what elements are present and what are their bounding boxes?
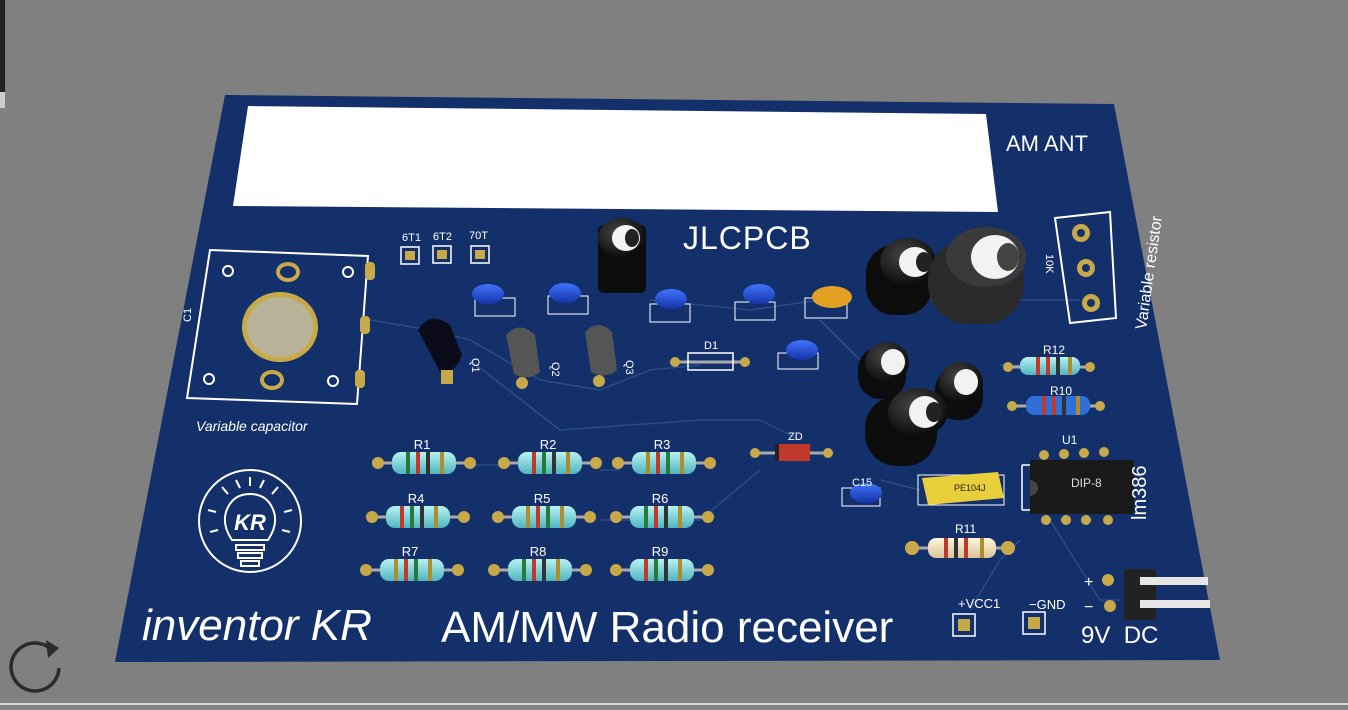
zener-diode <box>750 444 833 461</box>
resistor-label: R9 <box>652 544 669 559</box>
resistor-r10 <box>1007 396 1105 415</box>
logo-text: KR <box>234 510 266 535</box>
resistor-r3: R3 <box>612 437 716 474</box>
bottom-bar <box>0 703 1348 705</box>
capacitor-mark: PE104J <box>954 483 986 493</box>
coil-connectors: 6T1 6T2 70T <box>400 230 490 265</box>
transistor-q2 <box>506 327 540 389</box>
ic-ref: U1 <box>1062 433 1078 447</box>
brand-label: JLCPCB <box>683 220 812 256</box>
svg-text:−: − <box>1084 599 1093 616</box>
window-edge <box>0 0 5 108</box>
antenna-label: AM ANT <box>1006 131 1088 156</box>
board-title: AM/MW Radio receiver <box>441 603 893 652</box>
svg-text:6T1: 6T1 <box>402 232 421 244</box>
gnd-label: −GND <box>1029 597 1065 612</box>
variable-capacitor-label: Variable capacitor <box>196 418 309 434</box>
power-pads <box>952 611 1046 637</box>
silkscreen-label-area <box>233 106 998 212</box>
variable-resistor <box>1053 210 1118 325</box>
resistor-r2: R2 <box>498 437 602 474</box>
resistor-label: R1 <box>414 437 431 452</box>
resistor-label: R7 <box>402 544 419 559</box>
ic-u1 <box>1021 447 1134 525</box>
svg-text:C15: C15 <box>852 477 872 489</box>
supply-label: 9V DC <box>1081 622 1158 649</box>
svg-text:Q2: Q2 <box>549 362 561 377</box>
resistor-r7: R7 <box>360 544 464 581</box>
resistor-r6: R6 <box>610 491 714 528</box>
svg-text:Q3: Q3 <box>623 360 635 375</box>
resistor-r1: R1 <box>372 437 476 474</box>
resistor-r4: R4 <box>366 491 470 528</box>
resistor-label: R5 <box>534 491 551 506</box>
svg-text:D1: D1 <box>704 340 718 352</box>
svg-text:70T: 70T <box>469 230 488 242</box>
author-label: inventor KR <box>142 601 372 650</box>
svg-text:+: + <box>1084 574 1093 591</box>
ceramic-capacitors <box>472 283 882 507</box>
ic-package: DIP-8 <box>1071 476 1102 490</box>
resistor-r5: R5 <box>492 491 596 528</box>
dc-header <box>1102 569 1210 620</box>
svg-text:ZD: ZD <box>788 431 803 443</box>
kr-bulb-logo <box>198 469 302 573</box>
svg-text:R11: R11 <box>955 522 976 536</box>
svg-text:R10: R10 <box>1050 384 1072 398</box>
resistor-r12 <box>1003 357 1095 375</box>
rotate-icon <box>9 640 61 693</box>
transistor-q1 <box>418 318 462 384</box>
variable-capacitor <box>185 248 375 406</box>
svg-text:R12: R12 <box>1043 343 1065 357</box>
vcc-label: +VCC1 <box>958 596 1000 611</box>
resistor-r11 <box>905 538 1015 558</box>
resistor-label: R8 <box>530 544 547 559</box>
resistor-label: R4 <box>408 491 425 506</box>
film-capacitor <box>917 472 1005 506</box>
pot-value: 10K <box>1043 254 1055 274</box>
diode-d1 <box>670 352 750 371</box>
electrolytic-capacitors <box>598 218 1026 466</box>
svg-text:6T2: 6T2 <box>433 231 452 243</box>
resistor-label: R2 <box>540 437 557 452</box>
resistor-label: R6 <box>652 491 669 506</box>
resistor-label: R3 <box>654 437 671 452</box>
c1-ref: C1 <box>182 308 194 322</box>
svg-text:Q1: Q1 <box>469 358 481 373</box>
rotate-button[interactable] <box>4 634 66 696</box>
resistor-r8: R8 <box>488 544 592 581</box>
ic-name: lm386 <box>1129 466 1151 520</box>
transistor-q3 <box>585 325 617 387</box>
resistor-r9: R9 <box>610 544 714 581</box>
